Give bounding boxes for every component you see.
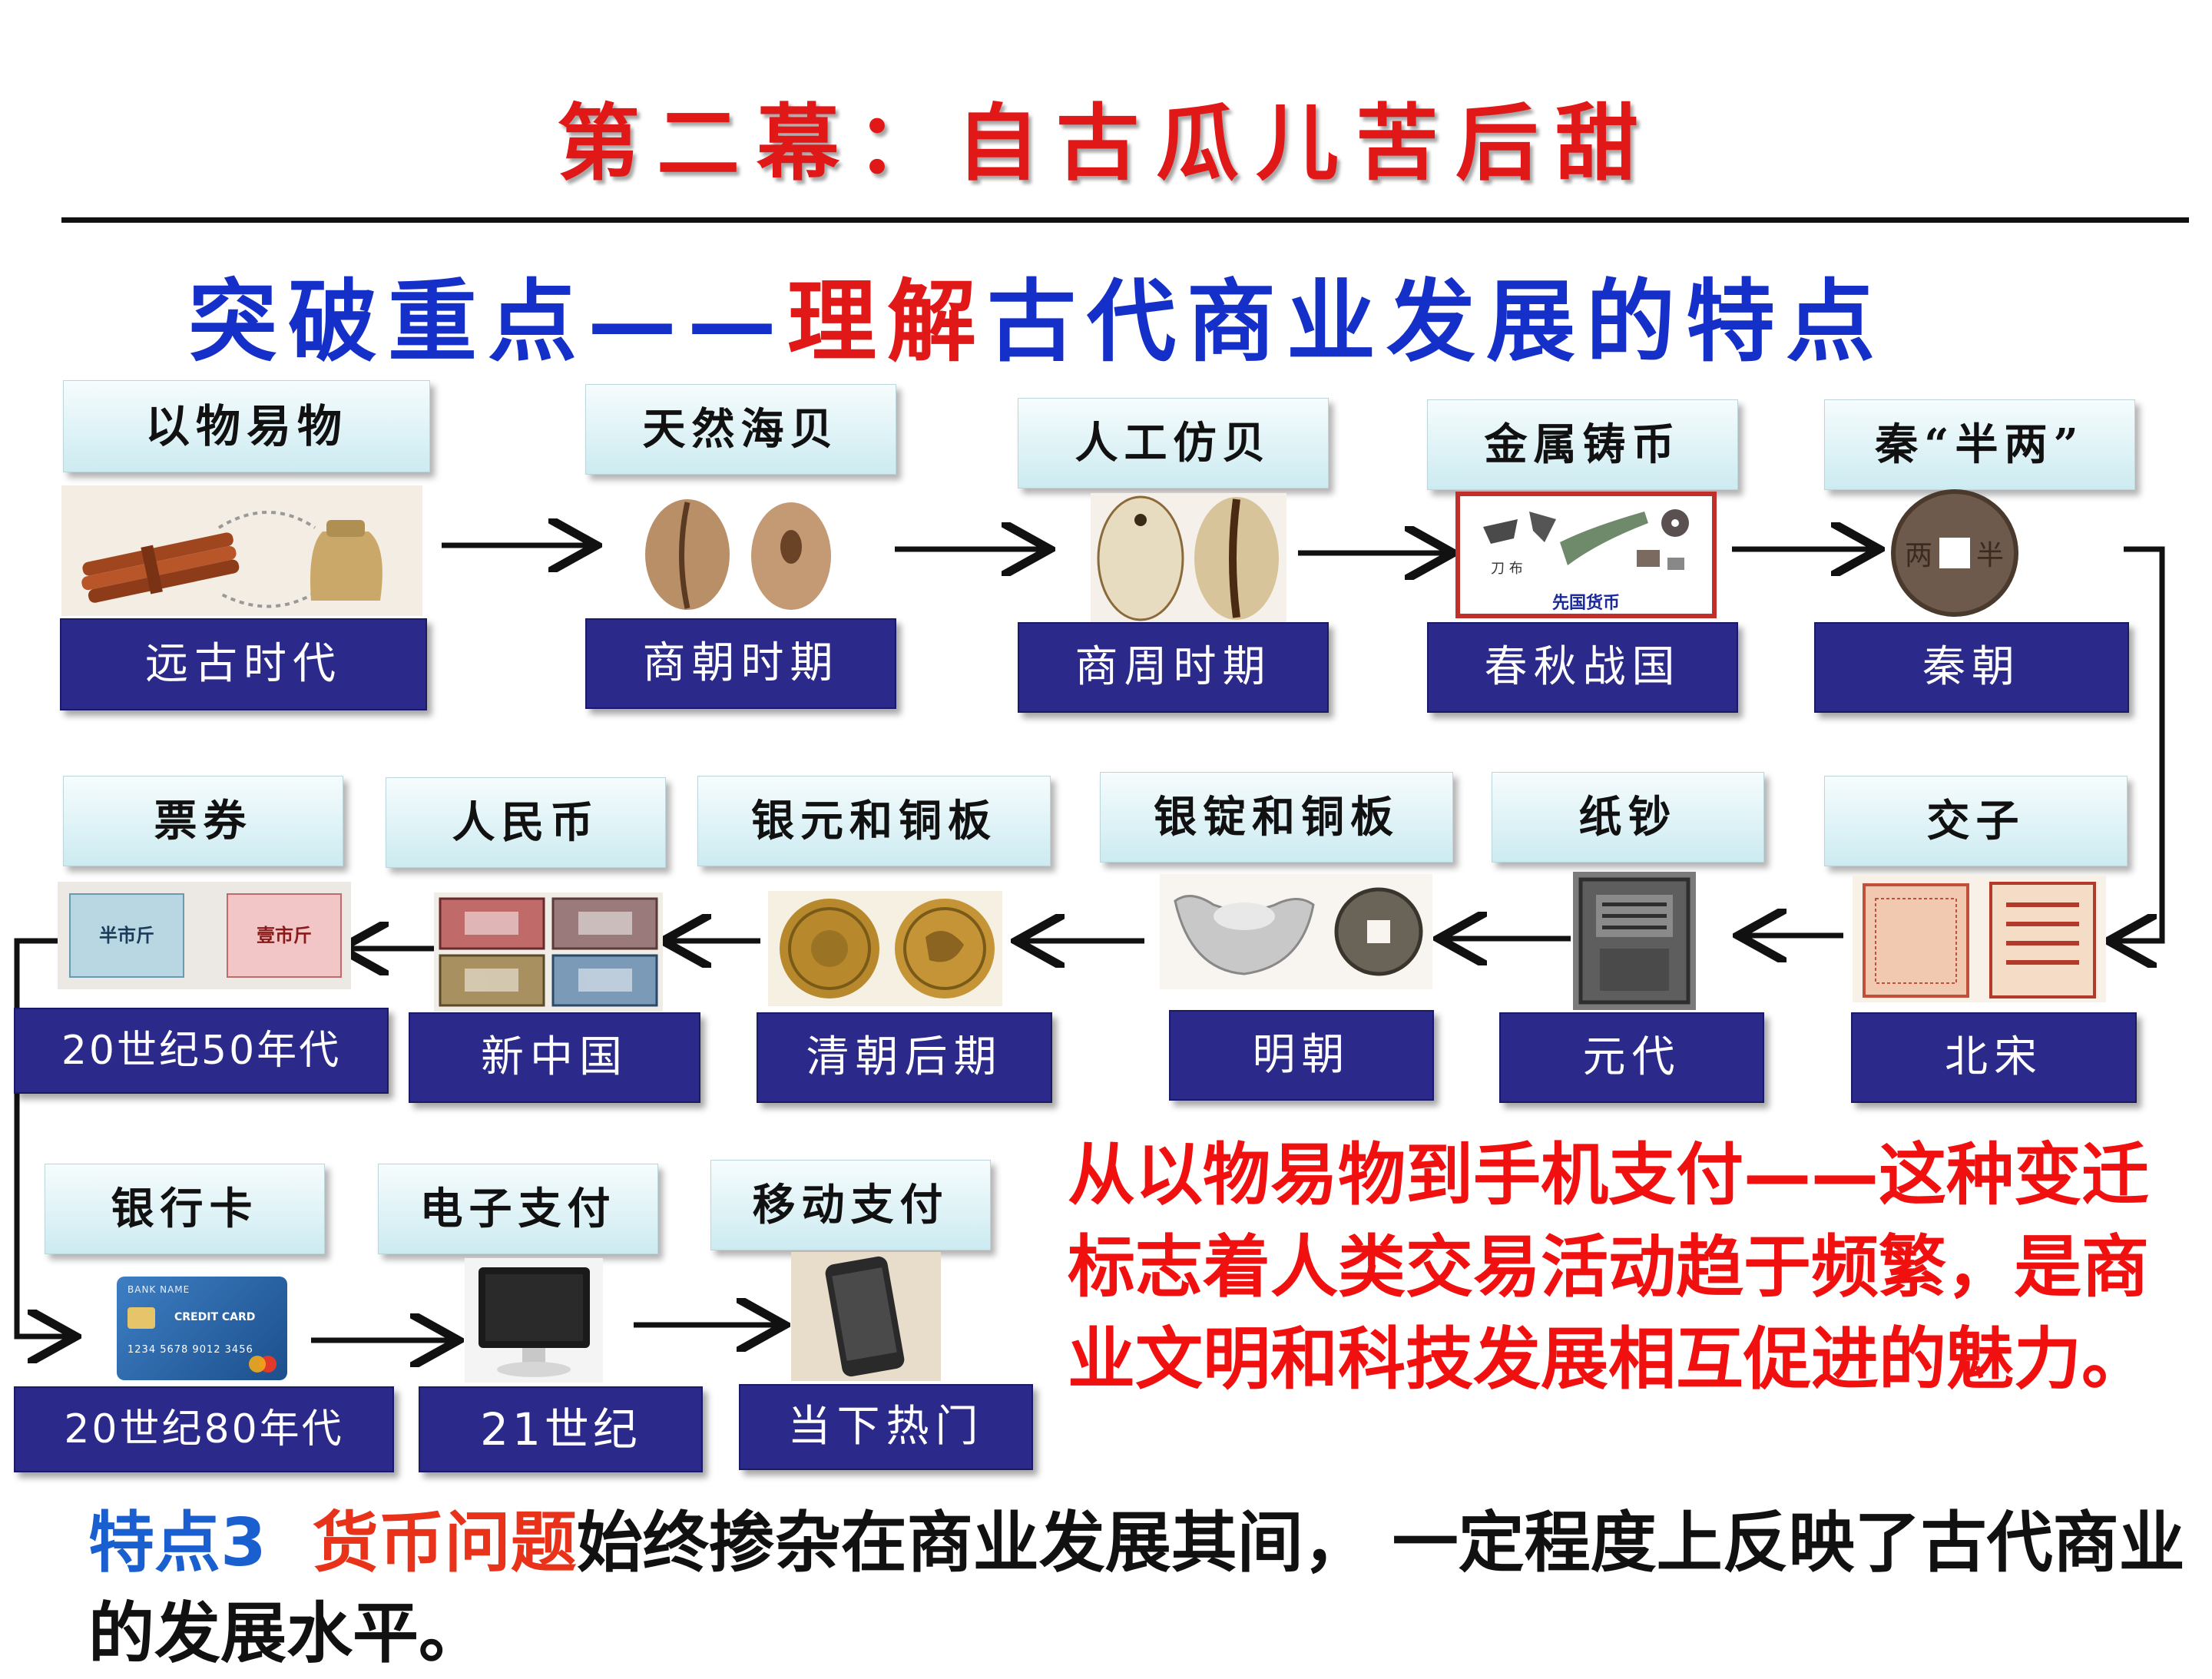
era-shang: 商朝时期 — [585, 618, 896, 709]
era-new-china: 新中国 — [409, 1012, 700, 1103]
section-subtitle: 突破重点——理解古代商业发展的特点 — [188, 250, 2185, 379]
feature-keyword: 货币问题 — [312, 1505, 577, 1581]
barter-goods-icon — [61, 485, 422, 616]
rmb-notes-icon — [434, 892, 663, 1012]
card-chip-icon — [127, 1307, 155, 1329]
coupon-one-jin: 壹市斤 — [227, 893, 342, 978]
era-shang-zhou: 商周时期 — [1018, 622, 1329, 713]
banliang-coin-icon: 两 半 — [1886, 488, 2024, 618]
label-paper-money: 纸钞 — [1492, 772, 1764, 863]
label-barter: 以物易物 — [63, 380, 430, 472]
computer-monitor-icon — [465, 1258, 603, 1383]
coins-caption: 先国货币 — [1551, 594, 1620, 613]
era-21st-century: 21世纪 — [419, 1386, 703, 1472]
card-number: 1234 5678 9012 3456 — [127, 1344, 253, 1356]
era-late-qing: 清朝后期 — [757, 1012, 1052, 1103]
card-logo-yellow — [249, 1356, 266, 1373]
label-qin-banliang: 秦“半两” — [1824, 399, 2135, 490]
era-current-trend: 当下热门 — [739, 1384, 1033, 1470]
bronze-coins-icon: 刀 布 先国货币 — [1455, 492, 1717, 618]
label-metal-coins: 金属铸币 — [1427, 399, 1738, 490]
subtitle-highlight: 理解 — [787, 270, 987, 374]
title-divider — [61, 217, 2189, 223]
coupon-half-jin: 半市斤 — [69, 893, 184, 978]
era-ming: 明朝 — [1169, 1010, 1434, 1101]
label-mobile-payment: 移动支付 — [710, 1160, 991, 1250]
credit-card-icon: BANK NAME CREDIT CARD 1234 5678 9012 345… — [117, 1277, 287, 1380]
card-label: CREDIT CARD — [174, 1311, 256, 1323]
era-1950s: 20世纪50年代 — [14, 1008, 389, 1094]
label-jiaozi: 交子 — [1824, 776, 2128, 866]
era-yuan: 元代 — [1499, 1012, 1764, 1103]
era-remote-antiquity: 远古时代 — [60, 618, 427, 710]
svg-text:刀 布: 刀 布 — [1491, 561, 1523, 577]
summary-text: 从以物易物到手机支付——这种变迁标志着人类交易活动趋于频繁，是商业文明和科技发展… — [1068, 1135, 2150, 1399]
label-silver-ingot-copper: 银锭和铜板 — [1100, 772, 1453, 863]
paper-money-icon — [1573, 872, 1696, 1010]
cowrie-shell-icon — [630, 493, 853, 616]
label-rmb: 人民币 — [386, 777, 666, 868]
subtitle-part3: 古代商业发展的特点 — [987, 270, 1886, 374]
arrow-connector-1 — [2114, 546, 2165, 941]
label-artificial-shell: 人工仿贝 — [1018, 398, 1329, 488]
label-natural-shell: 天然海贝 — [585, 384, 896, 475]
card-bank-name: BANK NAME — [127, 1284, 190, 1295]
svg-text:半: 半 — [1976, 540, 2004, 571]
label-silver-dollar-copper: 银元和铜板 — [697, 776, 1051, 866]
subtitle-part1: 突破重点—— — [188, 270, 787, 374]
label-e-payment: 电子支付 — [378, 1164, 658, 1254]
era-1980s: 20世纪80年代 — [14, 1386, 394, 1472]
bone-shell-icon — [1091, 493, 1286, 624]
era-northern-song: 北宋 — [1851, 1012, 2137, 1103]
ration-coupon-icon: 半市斤 壹市斤 — [58, 882, 351, 989]
era-spring-autumn: 春秋战国 — [1427, 622, 1738, 713]
label-coupons: 票券 — [63, 776, 343, 866]
silver-dollar-icon — [768, 891, 1002, 1006]
feature-label: 特点3 — [88, 1505, 267, 1581]
feature-statement: 特点3 货币问题始终掺杂在商业发展其间， 一定程度上反映了古代商业的发展水平。 — [88, 1498, 2193, 1679]
arrow-connector-2 — [14, 938, 71, 1336]
label-bank-card: 银行卡 — [45, 1164, 325, 1254]
smartphone-icon — [791, 1252, 941, 1381]
slide-title: 第二幕：自古瓜儿苦后甜 — [556, 95, 1655, 192]
jiaozi-note-icon — [1853, 876, 2106, 1002]
silver-ingot-icon — [1160, 874, 1432, 989]
svg-text:两: 两 — [1905, 540, 1932, 571]
era-qin: 秦朝 — [1814, 622, 2129, 713]
